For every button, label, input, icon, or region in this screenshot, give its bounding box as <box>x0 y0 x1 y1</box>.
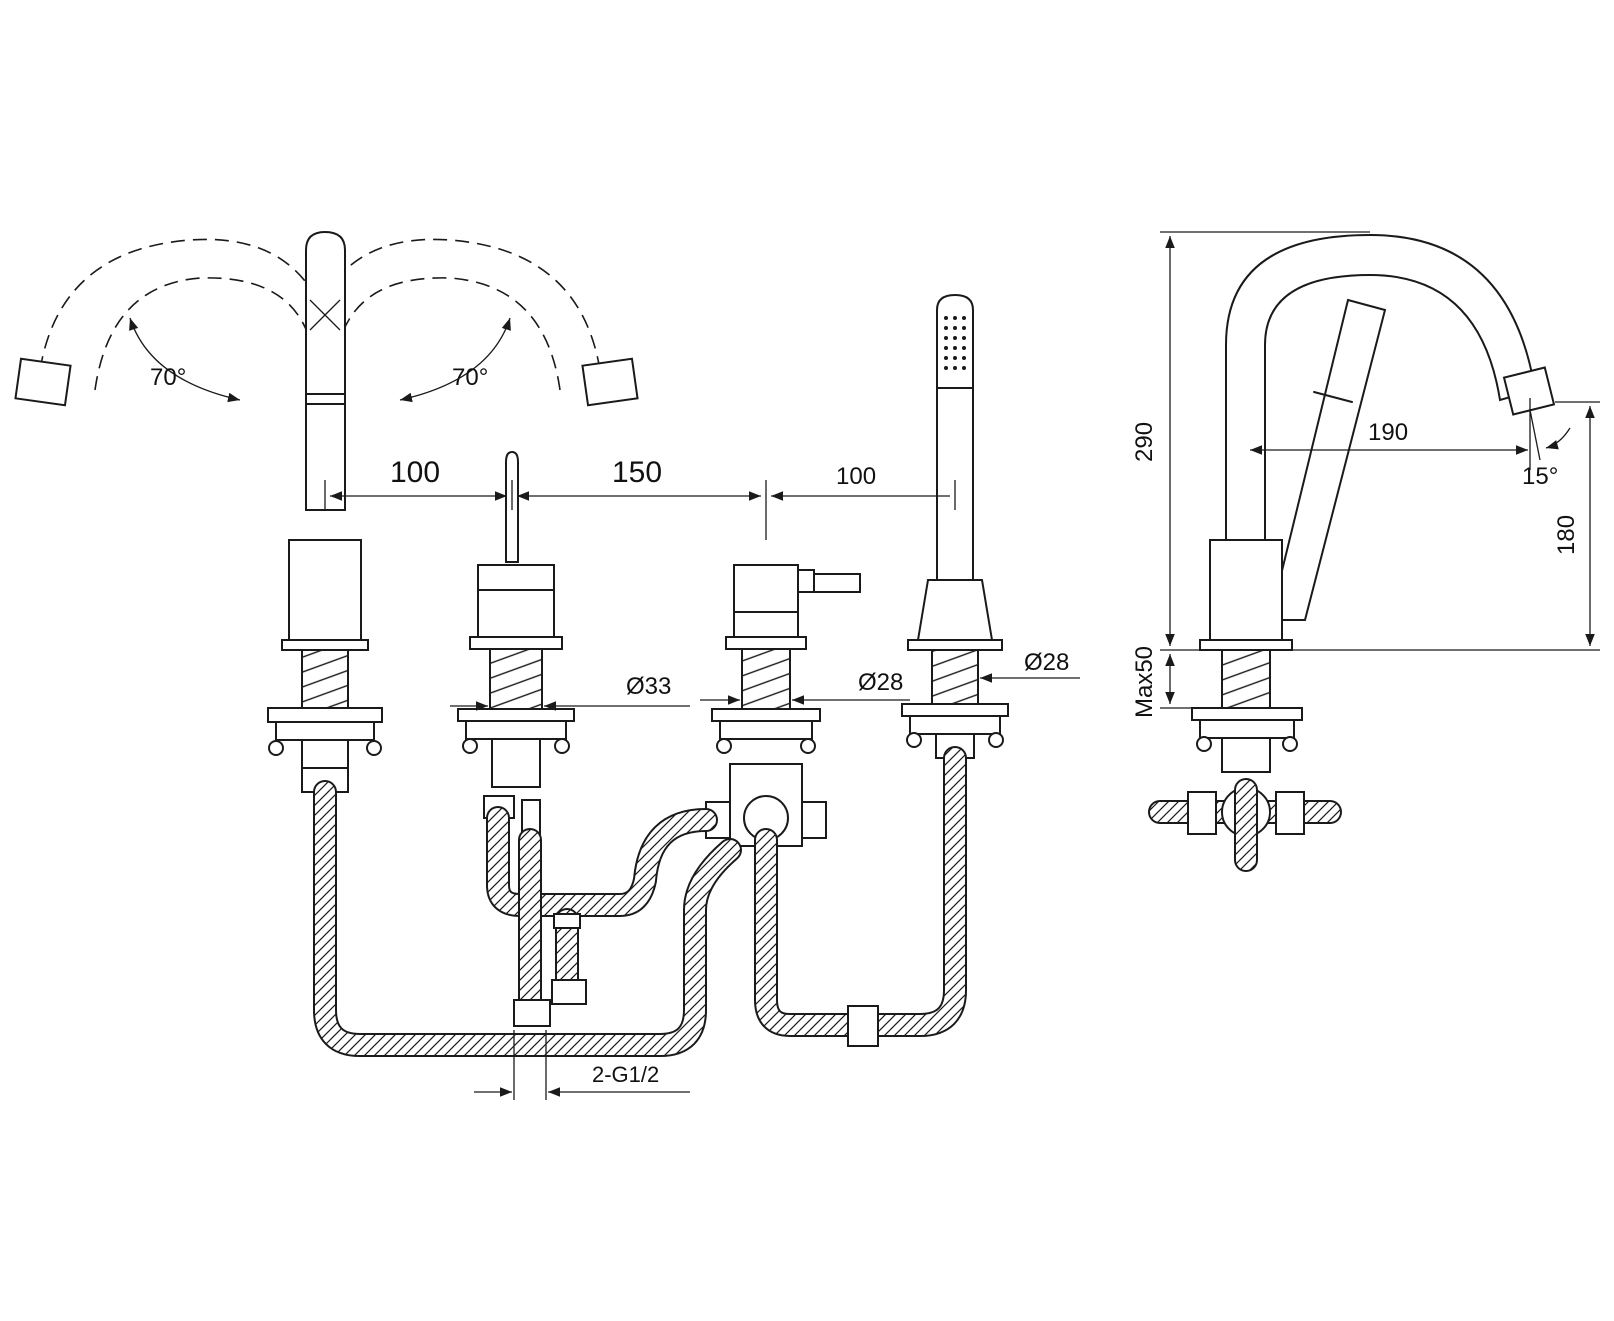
reach-label: 190 <box>1368 419 1408 446</box>
inlet-thread-label: 2-G1/2 <box>592 1062 659 1087</box>
dia-shower-label: Ø28 <box>1024 649 1069 676</box>
hand-shower <box>901 293 1009 759</box>
spout-angle-label: 15° <box>1522 463 1558 490</box>
mixer-valve <box>457 450 575 835</box>
side-dimensions <box>1160 231 1600 709</box>
dia-valve-label: Ø33 <box>626 673 671 700</box>
front-dimensions <box>324 480 1080 1100</box>
hose-fittings <box>513 913 879 1047</box>
dia-diverter-label: Ø28 <box>858 669 903 696</box>
spout-swing-arcs <box>14 238 639 407</box>
max-deck-label: Max50 <box>1131 646 1158 718</box>
dim-spout-to-valve: 100 <box>390 456 440 489</box>
angle-right-label: 70° <box>452 364 488 391</box>
diverter-valve <box>705 564 861 847</box>
braided-hoses <box>313 746 967 1057</box>
dim-valve-to-diverter: 150 <box>612 456 662 489</box>
height-outlet-label: 180 <box>1553 515 1580 555</box>
swing-arrows <box>129 317 511 403</box>
dim-diverter-to-shower: 100 <box>836 463 876 490</box>
height-total-label: 290 <box>1131 422 1158 462</box>
angle-left-label: 70° <box>150 364 186 391</box>
spout-assembly <box>267 230 383 793</box>
side-view <box>1148 233 1556 872</box>
